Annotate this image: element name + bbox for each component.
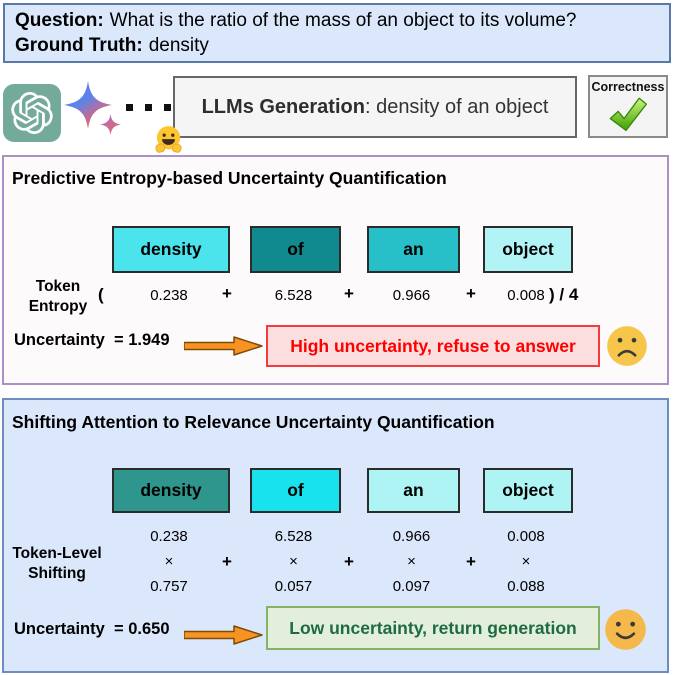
hugging-face-icon <box>155 126 182 153</box>
green-check-icon <box>609 97 647 132</box>
close-paren-divide: ) / 4 <box>549 285 579 304</box>
correctness-box: Correctness <box>588 75 668 138</box>
entropy-value: 0.238 <box>150 528 188 545</box>
pe-section: Predictive Entropy-based Uncertainty Qua… <box>2 155 669 385</box>
uncertainty-value: = 1.949 <box>114 331 170 349</box>
question-text: What is the ratio of the mass of an obje… <box>109 10 577 31</box>
times-sign: × <box>407 553 416 570</box>
entropy-value-4: 0.008 <box>507 287 545 304</box>
pe-token-density: density <box>112 226 230 273</box>
ground-truth-label: Ground Truth: <box>15 35 143 56</box>
question-label: Question: <box>15 10 104 31</box>
pe-token-object: object <box>483 226 573 273</box>
open-paren: ( <box>98 285 104 304</box>
plus-sign: + <box>466 284 476 303</box>
entropy-value-3: 0.966 <box>392 287 431 304</box>
openai-logo-icon <box>3 84 61 142</box>
times-sign: × <box>521 553 531 570</box>
product-column-2: 6.528 × 0.057 <box>250 524 337 599</box>
entropy-value: 0.008 <box>507 528 545 545</box>
pe-token-of: of <box>250 226 341 273</box>
gemini-sparkle-icon <box>64 81 112 129</box>
entropy-value-2: 6.528 <box>274 287 313 304</box>
token-level-shifting-label: Token-Level Shifting <box>12 545 102 582</box>
sar-token-density: density <box>112 468 230 513</box>
plus-sign: + <box>222 284 232 303</box>
product-column-4: 0.008 × 0.088 <box>483 524 569 599</box>
question-line: Question:What is the ratio of the mass o… <box>15 8 659 33</box>
pe-title: Predictive Entropy-based Uncertainty Qua… <box>12 168 447 188</box>
llm-generation-box: LLMs Generation: density of an object <box>173 76 577 138</box>
ground-truth-line: Ground Truth:density <box>15 33 659 58</box>
sar-token-object: object <box>483 468 573 513</box>
question-box: Question:What is the ratio of the mass o… <box>3 3 671 63</box>
product-column-1: 0.238 × 0.757 <box>112 524 226 599</box>
plus-sign: + <box>222 552 232 571</box>
gemini-sparkle-small-icon <box>100 114 121 135</box>
entropy-value: 6.528 <box>274 528 313 545</box>
weight-value: 0.057 <box>274 578 313 595</box>
uncertainty-label: Uncertainty <box>14 620 105 638</box>
right-arrow-icon <box>184 336 263 356</box>
weight-value: 0.757 <box>150 578 188 595</box>
plus-sign: + <box>466 552 476 571</box>
pe-token-an: an <box>367 226 460 273</box>
entropy-value: 0.966 <box>392 528 431 545</box>
ellipsis-dots <box>126 104 171 111</box>
product-column-3: 0.966 × 0.097 <box>367 524 456 599</box>
low-uncertainty-box: Low uncertainty, return generation <box>266 606 600 650</box>
sar-section: Shifting Attention to Relevance Uncertai… <box>2 398 669 673</box>
sar-title: Shifting Attention to Relevance Uncertai… <box>12 412 495 432</box>
sad-face-icon <box>607 326 647 366</box>
weight-value: 0.097 <box>392 578 431 595</box>
times-sign: × <box>289 553 298 570</box>
sar-token-of: of <box>250 468 341 513</box>
uncertainty-label: Uncertainty <box>14 331 105 349</box>
sar-token-an: an <box>367 468 460 513</box>
weight-value: 0.088 <box>507 578 545 595</box>
right-arrow-icon <box>184 625 263 645</box>
smiley-face-icon <box>605 609 646 650</box>
high-uncertainty-box: High uncertainty, refuse to answer <box>266 325 600 367</box>
entropy-value-1: 0.238 <box>150 287 188 304</box>
ground-truth-text: density <box>148 35 209 56</box>
times-sign: × <box>164 553 174 570</box>
llm-generation-text: : density of an object <box>364 95 549 118</box>
correctness-label: Correctness <box>591 80 665 94</box>
openai-knot <box>11 92 53 134</box>
plus-sign: + <box>344 284 354 303</box>
token-entropy-label: Token Entropy <box>28 278 88 315</box>
llm-generation-label: LLMs Generation <box>201 95 365 118</box>
plus-sign: + <box>344 552 354 571</box>
uncertainty-value: = 0.650 <box>114 620 170 638</box>
